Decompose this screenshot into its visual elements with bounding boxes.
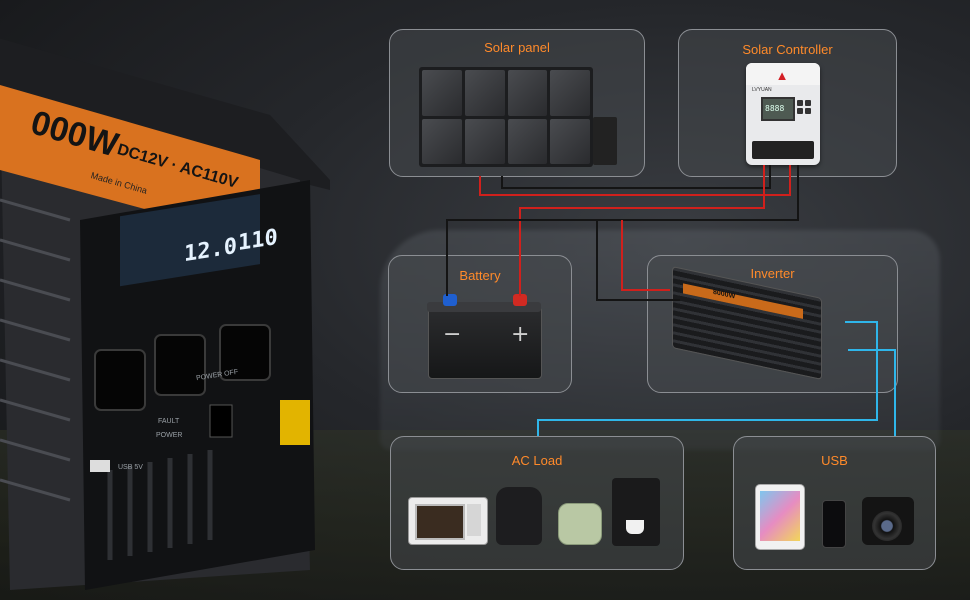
inverter-product-image bbox=[0, 38, 330, 590]
toaster-icon bbox=[558, 503, 602, 545]
microwave-icon bbox=[408, 497, 488, 545]
smartphone-icon bbox=[822, 500, 846, 548]
battery-positive-terminal bbox=[513, 294, 527, 306]
wire-solar-negative bbox=[501, 165, 771, 189]
ac-load-title: AC Load bbox=[511, 453, 563, 468]
controller-logo-icon: ▲ bbox=[775, 68, 789, 83]
inverter-title: Inverter bbox=[750, 266, 795, 281]
camera-icon bbox=[862, 497, 914, 545]
controller-screen-text: 8888 bbox=[765, 104, 785, 113]
controller-buttons bbox=[796, 99, 812, 117]
usb-label: USB 5V bbox=[118, 464, 143, 471]
solar-panel-title: Solar panel bbox=[484, 40, 550, 55]
wire-controller-battery-positive bbox=[519, 165, 765, 296]
solar-controller-title: Solar Controller bbox=[742, 42, 833, 57]
battery-title: Battery bbox=[459, 268, 501, 283]
fault-label: FAULT bbox=[158, 418, 180, 425]
air-fryer-icon bbox=[496, 487, 542, 545]
wire-inverter-usb-output bbox=[848, 349, 896, 436]
solar-panel-flap bbox=[593, 117, 617, 165]
coffee-machine-icon bbox=[612, 478, 660, 546]
usb-title: USB bbox=[821, 453, 848, 468]
battery-negative-sign: − bbox=[443, 322, 462, 347]
wire-battery-inverter-negative bbox=[596, 220, 680, 301]
wire-solar-positive bbox=[479, 165, 791, 196]
wire-inverter-ac-output bbox=[537, 321, 878, 436]
battery-icon: − + bbox=[427, 294, 542, 379]
power-label: POWER bbox=[156, 432, 183, 439]
wire-battery-inverter-positive bbox=[621, 220, 670, 291]
battery-positive-sign: + bbox=[511, 322, 530, 347]
controller-terminals bbox=[752, 141, 814, 159]
battery-negative-terminal bbox=[443, 294, 457, 306]
tablet-icon bbox=[755, 484, 805, 550]
solar-controller-icon: ▲ LVYUAN 8888 bbox=[746, 63, 820, 165]
controller-screen: 8888 bbox=[761, 97, 795, 121]
solar-panel-icon bbox=[419, 67, 593, 167]
controller-brand: LVYUAN bbox=[752, 87, 772, 93]
